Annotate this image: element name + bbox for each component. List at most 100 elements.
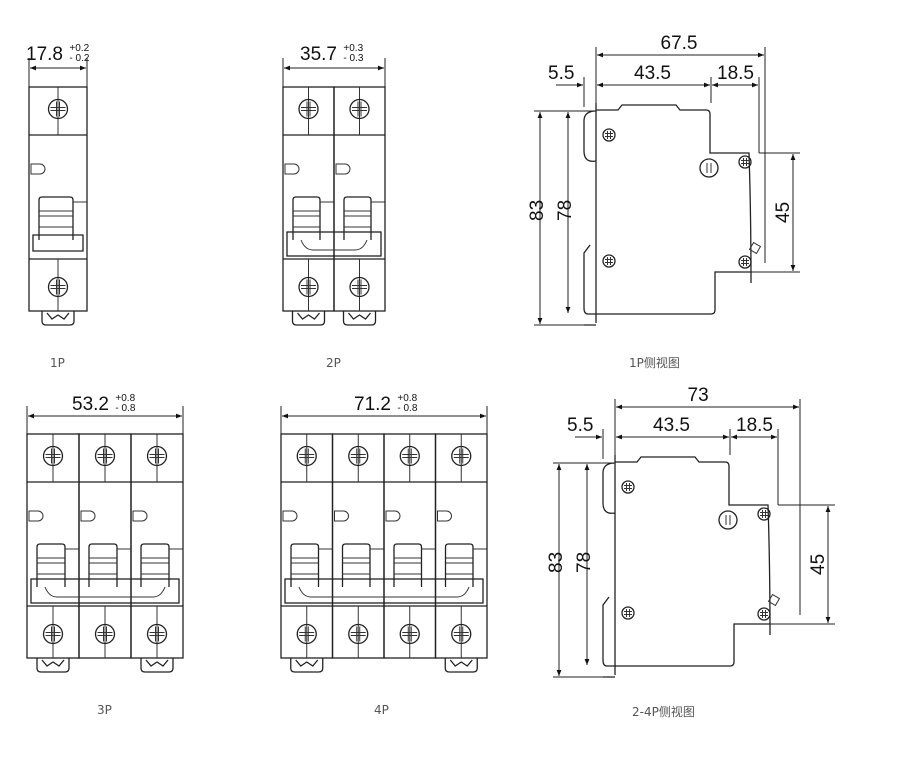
- handle-ribs: [445, 557, 473, 575]
- indicator-window-icon: [282, 510, 298, 522]
- screw-head: [738, 155, 752, 169]
- label-circle-marks: [706, 163, 712, 173]
- indicator-window-icon: [28, 510, 44, 522]
- handle-ribs: [394, 557, 422, 575]
- toggle-handle: [36, 543, 66, 587]
- front-height-value: 45: [773, 202, 794, 223]
- overall-depth-value: 67.5: [661, 33, 698, 54]
- screw-slot: [741, 258, 749, 266]
- screw-slot: [605, 131, 613, 139]
- label-circle: [699, 158, 719, 178]
- screw-head: [757, 507, 771, 521]
- screw-head: [146, 623, 168, 645]
- width-value: 35.7: [300, 44, 337, 65]
- front-view-3p-front: 53.2+0.8- 0.8: [26, 393, 184, 673]
- screw-head: [94, 445, 116, 467]
- toggle-handle: [343, 196, 372, 240]
- screw-icon: [621, 480, 635, 494]
- screw-head: [757, 607, 771, 621]
- screw-icon: [757, 607, 771, 621]
- label-circle: [718, 510, 738, 530]
- screw-icon: [348, 445, 369, 467]
- tolerance-plus: +0.8: [397, 393, 417, 404]
- screw-head: [451, 445, 472, 467]
- screw-icon: [738, 155, 752, 169]
- indicator-window-icon: [80, 510, 96, 522]
- screw-slot: [50, 101, 66, 117]
- front-view-2p-front: 35.7 +0.3- 0.3: [282, 43, 386, 326]
- screw-head: [94, 623, 116, 645]
- screw-head: [348, 445, 369, 467]
- tolerance-plus: +0.8: [115, 393, 135, 404]
- toggle-handle: [38, 196, 74, 240]
- screw-icon: [298, 98, 319, 120]
- screw-slot: [149, 448, 165, 464]
- lever-pivot: [767, 593, 781, 607]
- lever-pivot: [748, 241, 762, 255]
- screw-slot: [50, 279, 66, 295]
- rail-offset-value: 5.5: [548, 63, 574, 84]
- screw-head: [47, 98, 69, 120]
- overall-depth-value: 73: [688, 385, 709, 406]
- tolerance-plus: +0.3: [343, 43, 363, 54]
- handle-tie-bar: [30, 578, 180, 604]
- screw-head: [47, 276, 69, 298]
- screw-icon: [42, 623, 64, 645]
- screw-icon: [757, 507, 771, 521]
- pole: [280, 433, 334, 659]
- total-height-value: 83: [527, 200, 548, 221]
- screw-slot: [605, 257, 613, 265]
- handle-ribs: [344, 210, 371, 228]
- screw-slot: [149, 626, 165, 642]
- tolerance-minus: - 0.8: [397, 403, 417, 414]
- din-rail-clip: [342, 311, 377, 326]
- screw-icon: [47, 98, 69, 120]
- toggle-handle: [88, 543, 118, 587]
- din-rail-clip: [36, 658, 70, 673]
- screw-icon: [602, 128, 616, 142]
- screw-slot: [402, 448, 418, 464]
- screw-slot: [624, 483, 632, 491]
- screw-icon: [146, 623, 168, 645]
- handle-ribs: [291, 557, 319, 575]
- pole: [383, 433, 437, 659]
- body-outline: [583, 103, 752, 326]
- screw-slot: [350, 448, 366, 464]
- din-rail-clip: [140, 658, 174, 673]
- pole: [130, 433, 184, 659]
- screw-icon: [399, 445, 420, 467]
- screw-slot: [299, 626, 315, 642]
- toggle-handle: [341, 543, 371, 587]
- handle-ribs: [37, 557, 65, 575]
- screw-slot: [97, 448, 113, 464]
- body-depth-value: 43.5: [634, 63, 671, 84]
- handle-ribs: [89, 557, 117, 575]
- din-rail-clip: [290, 658, 324, 673]
- caption-2-4p-side: 2-4P侧视图: [632, 705, 695, 719]
- screw-head: [298, 276, 319, 298]
- total-height-value: 83: [546, 552, 567, 573]
- screw-head: [42, 445, 64, 467]
- screw-slot: [453, 448, 469, 464]
- tolerance-minus: - 0.3: [343, 53, 363, 64]
- screw-slot: [45, 448, 61, 464]
- screw-slot: [741, 158, 749, 166]
- caption-2p: 2P: [326, 356, 341, 370]
- screw-head: [602, 128, 616, 142]
- screw-slot: [453, 626, 469, 642]
- indicator-window-icon: [335, 163, 351, 175]
- din-hook-top: [583, 110, 597, 162]
- pole: [282, 86, 335, 312]
- screw-icon: [451, 623, 472, 645]
- toggle-handle: [292, 196, 321, 240]
- screw-icon: [349, 98, 370, 120]
- handle-ribs: [342, 557, 370, 575]
- width-value: 71.2: [354, 394, 391, 415]
- screw-slot: [299, 448, 315, 464]
- din-rail-clip: [444, 658, 478, 673]
- width-value: 53.2: [72, 394, 109, 415]
- tie-bar-recess: [298, 586, 470, 598]
- label-circle-marks: [725, 515, 731, 525]
- screw-icon: [146, 445, 168, 467]
- pole: [333, 86, 386, 312]
